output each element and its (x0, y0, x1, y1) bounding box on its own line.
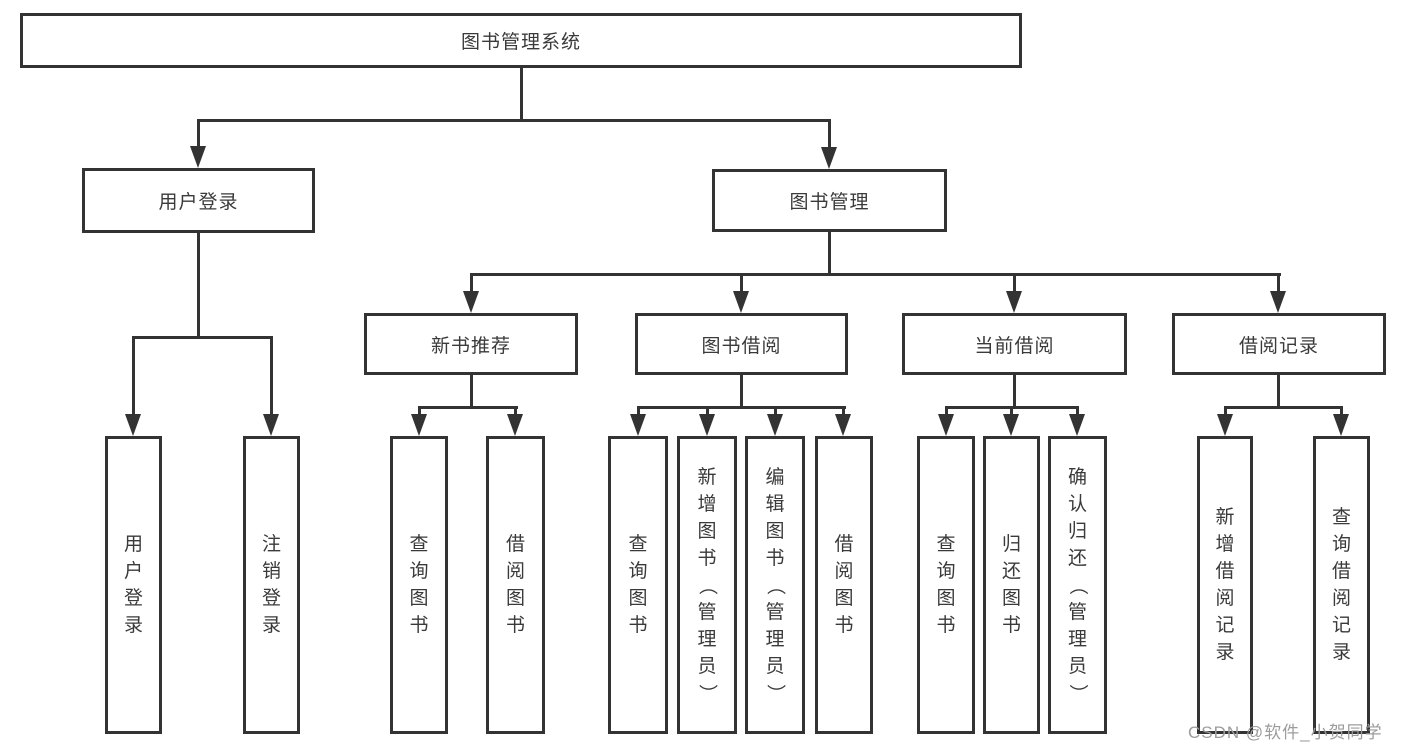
leaf-borrow-books-recommend: 借阅图书 (486, 436, 545, 734)
arrow-down-icon (733, 291, 749, 313)
connector-line (1277, 375, 1280, 409)
node-borrowing-records: 借阅记录 (1172, 313, 1386, 375)
arrow-down-icon (1003, 414, 1019, 436)
arrow-down-icon (263, 414, 279, 436)
connector-line (197, 119, 200, 149)
connector-line (132, 336, 273, 339)
connector-line (1224, 406, 1227, 416)
arrow-down-icon (1006, 291, 1022, 313)
arrow-down-icon (1270, 291, 1286, 313)
leaf-user-login: 用户登录 (105, 436, 162, 734)
connector-line (470, 273, 473, 293)
arrow-down-icon (699, 414, 715, 436)
connector-line (774, 406, 777, 416)
connector-line (1013, 273, 1016, 293)
connector-line (706, 406, 709, 416)
connector-line (740, 273, 743, 293)
connector-line (945, 406, 948, 416)
arrow-down-icon (463, 291, 479, 313)
connector-line (520, 68, 523, 121)
connector-line (1010, 406, 1013, 416)
arrow-down-icon (630, 414, 646, 436)
node-book-management: 图书管理 (712, 169, 947, 232)
connector-line (418, 406, 518, 409)
connector-line (1224, 406, 1343, 409)
connector-line (842, 406, 845, 416)
arrow-down-icon (190, 146, 206, 168)
leaf-borrow-books-borrowing: 借阅图书 (815, 436, 873, 734)
connector-line (828, 119, 831, 149)
connector-line (1340, 406, 1343, 416)
arrow-down-icon (835, 414, 851, 436)
connector-line (470, 375, 473, 409)
connector-line (470, 273, 1281, 276)
arrow-down-icon (938, 414, 954, 436)
connector-line (132, 336, 135, 416)
leaf-confirm-return-admin: 确认归还（管理员） (1048, 436, 1107, 734)
leaf-logout: 注销登录 (243, 436, 300, 734)
connector-line (514, 406, 517, 416)
node-root-book-management-system: 图书管理系统 (20, 13, 1022, 68)
arrow-down-icon (507, 414, 523, 436)
arrow-down-icon (1333, 414, 1349, 436)
node-book-borrowing: 图书借阅 (635, 313, 848, 375)
arrow-down-icon (125, 414, 141, 436)
leaf-query-books-borrowing: 查询图书 (608, 436, 668, 734)
node-new-book-recommendation: 新书推荐 (364, 313, 578, 375)
connector-line (197, 119, 831, 122)
leaf-add-books-admin: 新增图书（管理员） (677, 436, 737, 734)
leaf-query-borrow-record: 查询借阅记录 (1313, 436, 1370, 734)
arrow-down-icon (411, 414, 427, 436)
arrow-down-icon (1069, 414, 1085, 436)
leaf-return-books: 归还图书 (983, 436, 1040, 734)
connector-line (637, 406, 640, 416)
connector-line (1013, 375, 1016, 409)
node-user-login: 用户登录 (82, 168, 315, 233)
connector-line (1076, 406, 1079, 416)
connector-line (1277, 273, 1280, 293)
arrow-down-icon (821, 147, 837, 169)
connector-line (637, 406, 846, 409)
arrow-down-icon (1217, 414, 1233, 436)
connector-line (270, 336, 273, 416)
connector-line (828, 232, 831, 276)
connector-line (740, 375, 743, 409)
leaf-query-books-current: 查询图书 (917, 436, 975, 734)
csdn-watermark: CSDN @软件_小贺同学 (1188, 723, 1383, 742)
connector-line (418, 406, 421, 416)
leaf-add-borrow-record: 新增借阅记录 (1197, 436, 1253, 734)
arrow-down-icon (767, 414, 783, 436)
leaf-query-books-recommend: 查询图书 (390, 436, 448, 734)
connector-line (197, 233, 200, 339)
node-current-borrowing: 当前借阅 (902, 313, 1127, 375)
leaf-edit-books-admin: 编辑图书（管理员） (745, 436, 805, 734)
